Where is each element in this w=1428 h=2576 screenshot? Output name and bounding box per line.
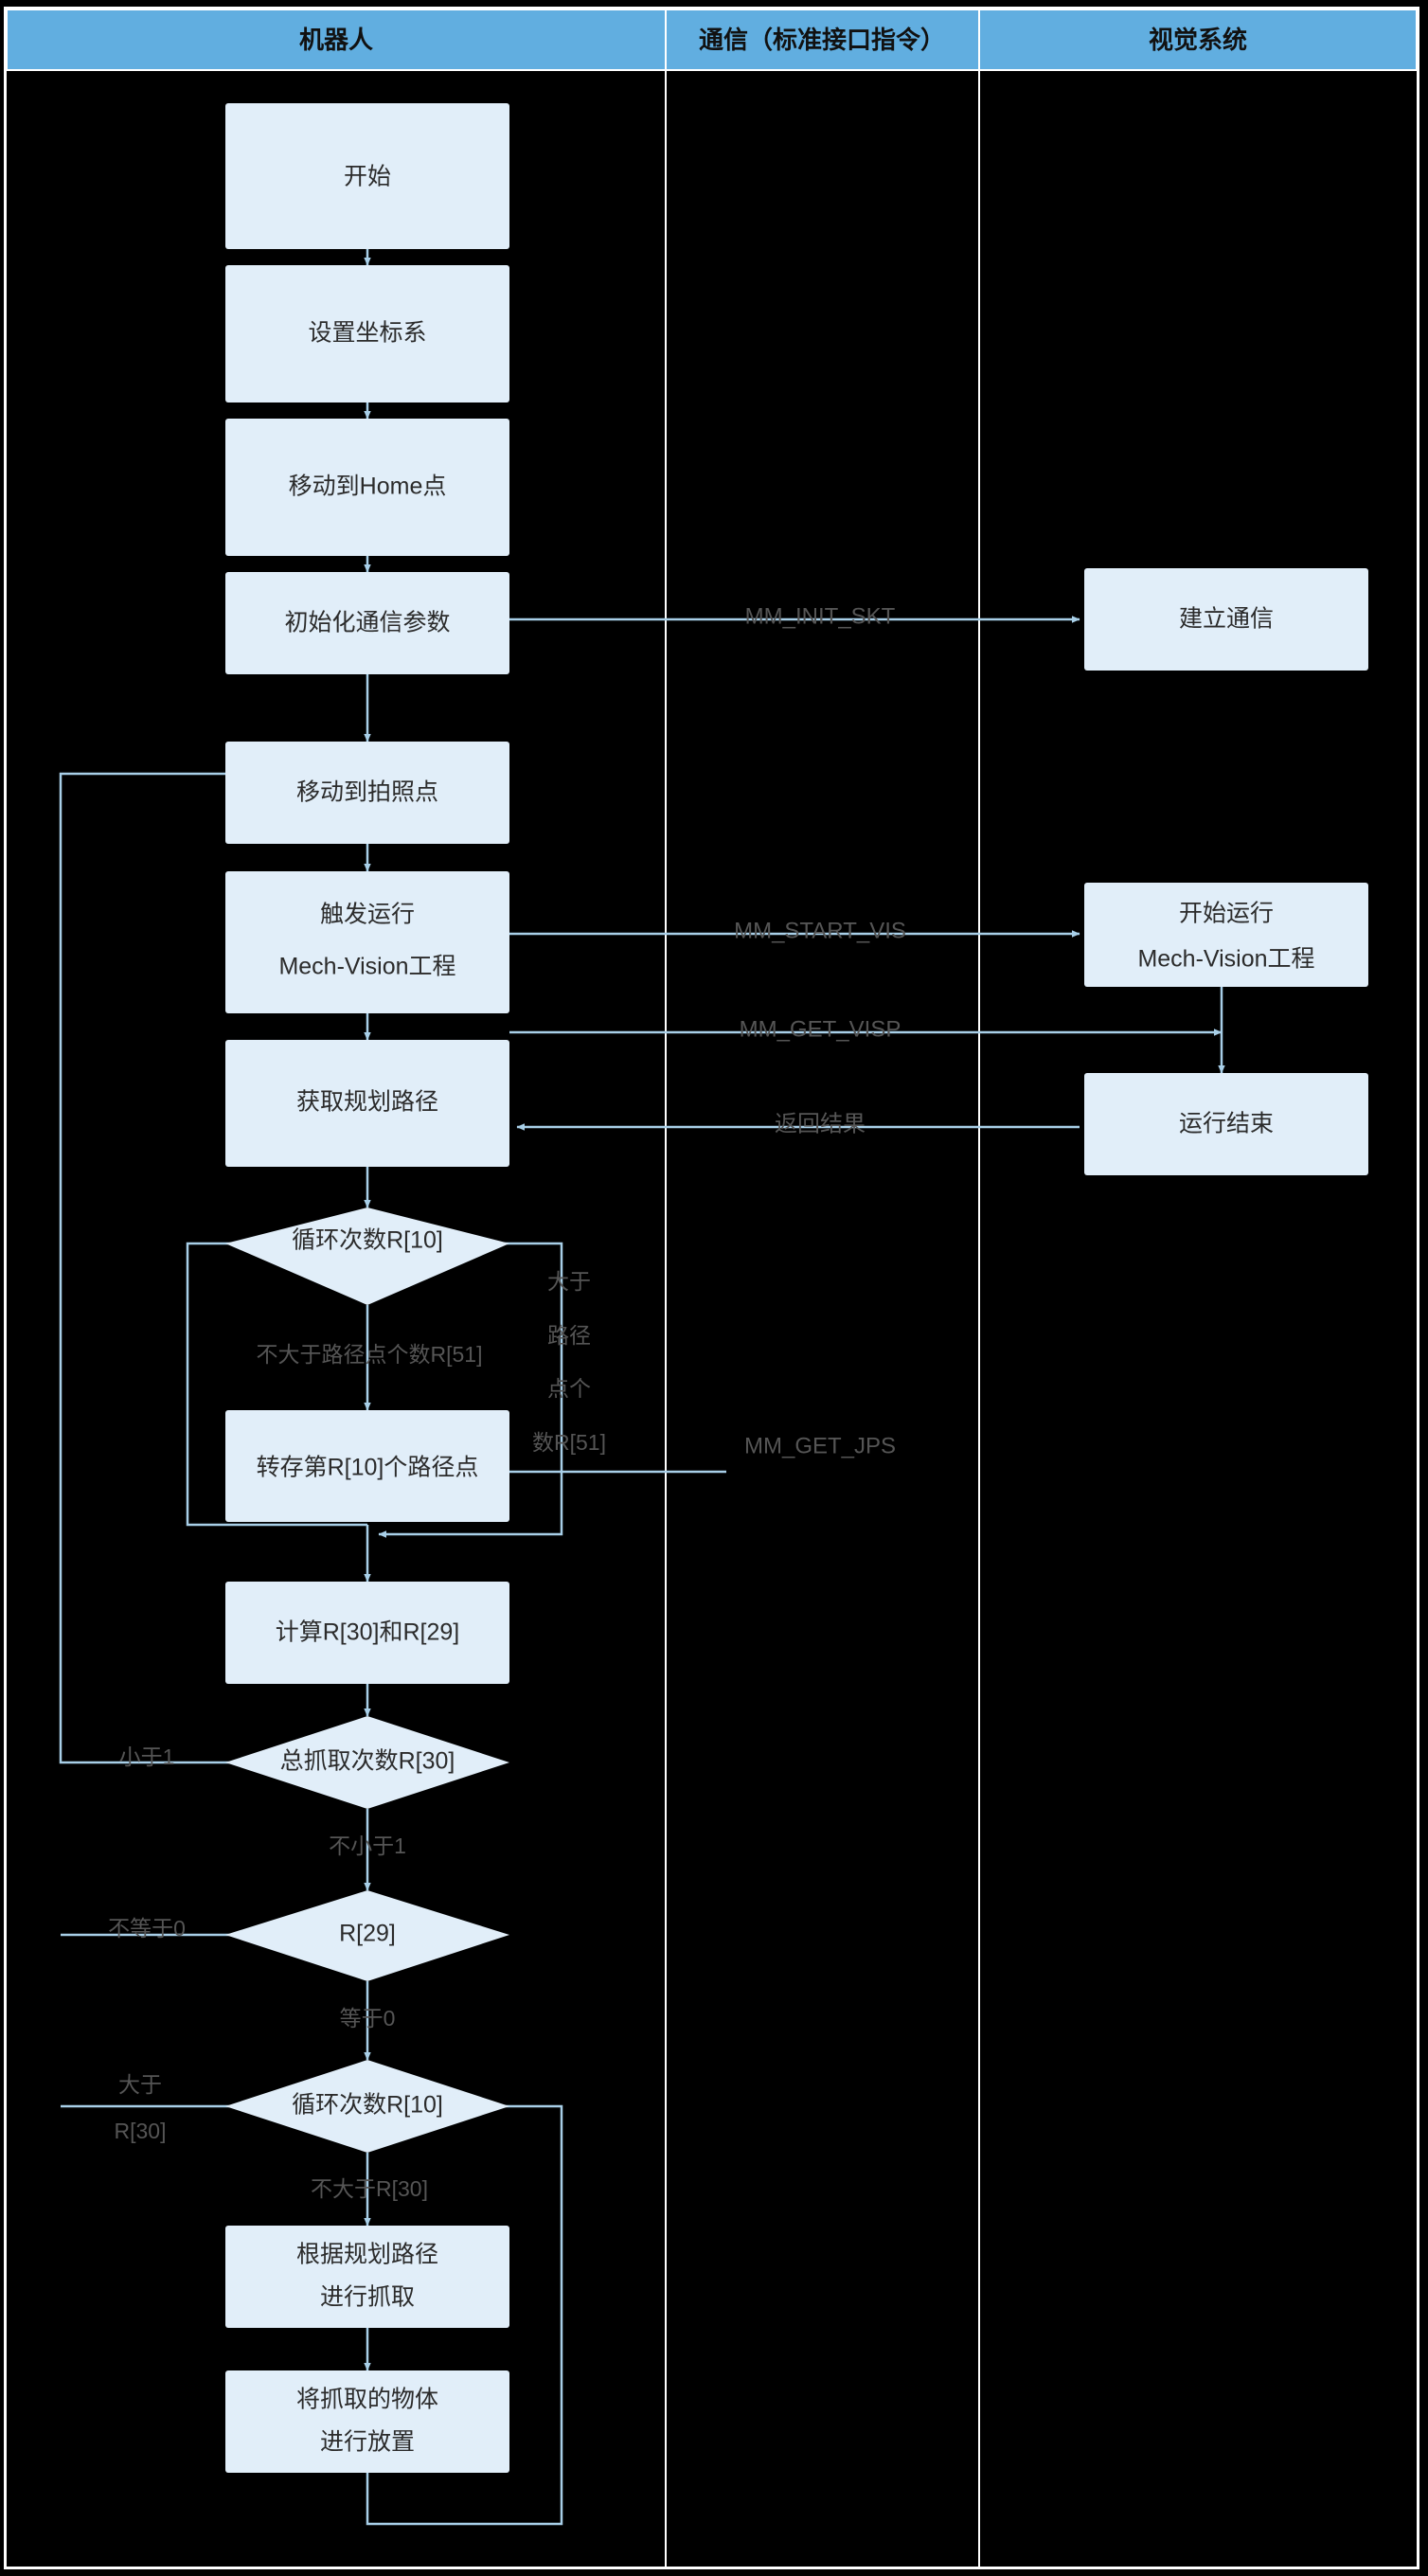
- node-move-photo-point[interactable]: 移动到拍照点: [225, 742, 509, 844]
- edge-label-mm-start-vis: MM_START_VIS: [734, 918, 906, 943]
- lane-label-comm: 通信（标准接口指令）: [699, 26, 945, 54]
- edge-label-gt-r30-line1: 大于: [118, 2072, 162, 2097]
- node-establish-communication[interactable]: 建立通信: [1084, 568, 1368, 671]
- node-decision-r29-label: R[29]: [339, 1921, 396, 1947]
- node-calculate-r30-r29[interactable]: 计算R[30]和R[29]: [225, 1582, 509, 1684]
- node-calculate-r30-r29-label: 计算R[30]和R[29]: [276, 1619, 460, 1646]
- edge-label-mm-get-jps: MM_GET_JPS: [744, 1433, 896, 1458]
- node-pick-along-path-line1: 根据规划路径: [296, 2242, 438, 2268]
- node-decision-total-grab-r30[interactable]: 总抓取次数R[30]: [225, 1716, 509, 1809]
- node-get-planned-path[interactable]: 获取规划路径: [225, 1040, 509, 1167]
- edge-label-less-than-1: 小于1: [119, 1744, 175, 1769]
- node-decision-loop-count-r10-second-label: 循环次数R[10]: [292, 2092, 443, 2119]
- node-init-communication-label: 初始化通信参数: [284, 610, 450, 636]
- edge-label-mm-get-visp: MM_GET_VISP: [740, 1016, 901, 1042]
- edge-label-return-result: 返回结果: [775, 1111, 866, 1136]
- lane-header-robot: 机器人: [6, 9, 667, 71]
- node-decision-r29[interactable]: R[29]: [225, 1890, 509, 1981]
- node-move-photo-point-label: 移动到拍照点: [296, 779, 438, 806]
- node-vision-run-mechvision-line2: Mech-Vision工程: [1137, 946, 1314, 973]
- node-move-home-label: 移动到Home点: [289, 474, 447, 500]
- node-save-path-point[interactable]: 转存第R[10]个路径点: [225, 1410, 509, 1522]
- edge-label-gt-r30-line2: R[30]: [115, 2119, 167, 2143]
- node-save-path-point-label: 转存第R[10]个路径点: [257, 1455, 479, 1481]
- node-vision-run-finished-label: 运行结束: [1179, 1111, 1274, 1137]
- node-decision-loop-count-r10-first[interactable]: 循环次数R[10]: [225, 1208, 509, 1305]
- node-set-coordinate[interactable]: 设置坐标系: [225, 265, 509, 402]
- node-trigger-mechvision-line2: Mech-Vision工程: [278, 954, 455, 980]
- node-vision-run-mechvision[interactable]: 开始运行 Mech-Vision工程: [1084, 883, 1368, 987]
- edge-label-gt-path-line4: 数R[51]: [532, 1430, 606, 1455]
- lane-label-vision: 视觉系统: [1149, 26, 1247, 54]
- node-vision-run-mechvision-line1: 开始运行: [1179, 901, 1274, 927]
- node-pick-along-path[interactable]: 根据规划路径 进行抓取: [225, 2226, 509, 2328]
- edge-label-not-gt-path: 不大于路径点个数R[51]: [257, 1342, 483, 1367]
- node-init-communication[interactable]: 初始化通信参数: [225, 572, 509, 674]
- edge-decloop1-exit: [378, 1242, 563, 1538]
- edge-label-not-equal-0: 不等于0: [108, 1916, 186, 1941]
- lane-header-vision: 视觉系统: [978, 9, 1418, 71]
- edge-label-not-less-than-1: 不小于1: [329, 1834, 406, 1858]
- lane-label-robot: 机器人: [299, 26, 373, 54]
- node-trigger-mechvision-line1: 触发运行: [320, 902, 415, 928]
- edge-label-not-gt-r30: 不大于R[30]: [311, 2176, 428, 2201]
- node-decision-loop-count-r10-second[interactable]: 循环次数R[10]: [225, 2060, 509, 2153]
- node-place-object-line1: 将抓取的物体: [296, 2387, 438, 2413]
- node-decision-loop-count-r10-first-label: 循环次数R[10]: [292, 1227, 443, 1254]
- node-set-coordinate-label: 设置坐标系: [308, 320, 426, 347]
- edge-label-gt-path-line1: 大于: [547, 1269, 591, 1294]
- lane-header-comm: 通信（标准接口指令）: [665, 9, 980, 71]
- edge-label-mm-init-skt: MM_INIT_SKT: [745, 603, 896, 629]
- edge-label-gt-path-line2: 路径: [547, 1323, 591, 1348]
- node-place-object[interactable]: 将抓取的物体 进行放置: [225, 2370, 509, 2473]
- edge-label-gt-path-line3: 点个: [547, 1376, 591, 1401]
- node-get-planned-path-label: 获取规划路径: [296, 1089, 438, 1116]
- node-trigger-mechvision[interactable]: 触发运行 Mech-Vision工程: [225, 871, 509, 1013]
- node-start[interactable]: 开始: [225, 103, 509, 249]
- node-establish-communication-label: 建立通信: [1179, 606, 1274, 633]
- node-vision-run-finished[interactable]: 运行结束: [1084, 1073, 1368, 1175]
- edge-place-loopback: [366, 2102, 563, 2526]
- edge-label-equal-0: 等于0: [340, 2006, 396, 2030]
- diagram-frame: [4, 7, 1419, 2569]
- node-start-label: 开始: [344, 164, 391, 190]
- node-move-home[interactable]: 移动到Home点: [225, 419, 509, 556]
- node-place-object-line2: 进行放置: [320, 2429, 415, 2456]
- node-decision-total-grab-r30-label: 总抓取次数R[30]: [280, 1748, 455, 1775]
- edge-dectotal-back: [59, 770, 309, 1764]
- node-pick-along-path-line2: 进行抓取: [320, 2284, 415, 2311]
